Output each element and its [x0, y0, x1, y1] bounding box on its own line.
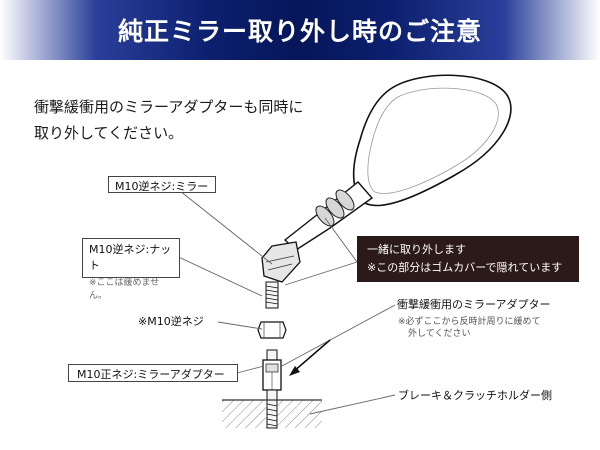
shock-adapter-note: ※必ずここから反時計周りに緩めて 外してください: [398, 316, 541, 340]
callout-m10-normal-adapter: M10正ネジ:ミラーアダプター: [68, 364, 238, 382]
dark-note-line-2: ※この部分はゴムカバーで隠れています: [367, 261, 563, 274]
title-banner: 純正ミラー取り外し時のご注意: [0, 0, 600, 60]
leader-brake-holder: [309, 394, 396, 415]
label-brake-holder-text: ブレーキ＆クラッチホルダー側: [398, 389, 552, 402]
leader-adapter-normal: [236, 365, 265, 374]
shock-adapter-note-line-2: 外してください: [408, 329, 471, 339]
leader-dark-upper: [324, 217, 358, 263]
callout-m10-normal-adapter-text: M10正ネジ:ミラーアダプター: [77, 368, 225, 381]
holder-hatch-right: [277, 400, 322, 428]
leader-dark-lower: [284, 261, 358, 286]
callout-m10-reverse-mirror-text: M10逆ネジ:ミラー: [115, 180, 209, 193]
label-m10-reverse-text: ※M10逆ネジ: [138, 315, 204, 328]
holder-hatch-left: [222, 400, 267, 428]
callout-m10-reverse-mirror: M10逆ネジ:ミラー: [108, 176, 216, 193]
dark-note-line-1: 一緒に取り外します: [367, 243, 466, 256]
mirror-head-inner: [367, 87, 499, 194]
label-brake-holder: ブレーキ＆クラッチホルダー側: [398, 387, 552, 403]
shock-adapter-note-line-1: ※必ずここから反時計周りに緩めて: [398, 317, 541, 327]
label-shock-adapter-text: 衝撃緩衝用のミラーアダプター: [397, 298, 551, 311]
leader-m10: [217, 321, 263, 330]
intro-text: 衝撃緩衝用のミラーアダプターも同時に 取り外してください。: [34, 94, 334, 146]
callout-m10-reverse-nut-text: M10逆ネジ:ナット: [89, 243, 172, 272]
leader-shock-adapter: [281, 304, 396, 367]
loosen-arrow-icon: [289, 339, 331, 376]
stem-rings: [315, 189, 355, 227]
adapter-top-thread: [266, 349, 278, 361]
label-m10-reverse: ※M10逆ネジ: [138, 313, 204, 329]
nut: [257, 321, 287, 339]
intro-line-2: 取り外してください。: [34, 124, 184, 142]
leader-nut-label: [169, 252, 263, 297]
dark-note-box: 一緒に取り外します ※この部分はゴムカバーで隠れています: [357, 236, 579, 282]
leader-mirror: [179, 190, 273, 265]
callout-m10-reverse-nut: M10逆ネジ:ナット ※ここは緩めません。: [82, 238, 180, 301]
mirror-joint: [261, 241, 301, 283]
page-title: 純正ミラー取り外し時のご注意: [117, 17, 482, 46]
callout-m10-reverse-nut-note: ※ここは緩めません。: [89, 278, 160, 301]
label-shock-adapter: 衝撃緩衝用のミラーアダプター: [397, 296, 551, 312]
mirror-head: [352, 74, 512, 207]
intro-line-1: 衝撃緩衝用のミラーアダプターも同時に: [34, 98, 304, 116]
